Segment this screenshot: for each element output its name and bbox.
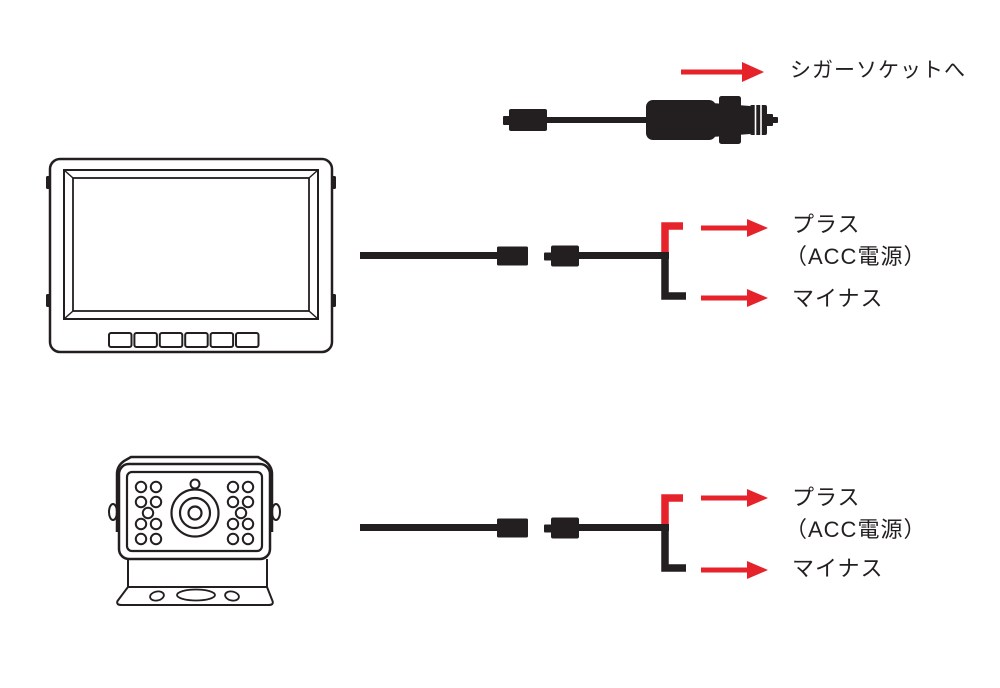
label-monitor-plus-sub: （ACC電源）	[785, 244, 927, 269]
camera-power-cable	[360, 489, 768, 579]
monitor-illustration	[46, 157, 336, 354]
label-camera-plus-sub: （ACC電源）	[785, 517, 927, 542]
monitor-buttons	[108, 332, 260, 348]
cigarette-plug-illustration	[503, 96, 778, 144]
arrow-right-icon	[701, 489, 768, 507]
label-monitor-minus: マイナス	[792, 286, 884, 311]
monitor-power-cable	[360, 219, 768, 307]
camera-ir-leds-right	[226, 480, 255, 546]
label-cigarette-socket: シガーソケットへ	[790, 59, 966, 82]
arrow-right-icon	[701, 289, 768, 307]
label-monitor-plus: プラス	[792, 212, 861, 237]
arrow-right-icon	[701, 561, 768, 579]
label-camera-plus: プラス	[792, 485, 861, 510]
camera-ir-leds-left	[134, 480, 163, 546]
arrow-right-icon	[701, 219, 768, 237]
label-camera-minus: マイナス	[792, 556, 884, 581]
camera-base	[116, 559, 274, 606]
camera-illustration	[108, 455, 281, 606]
camera-lens	[170, 488, 220, 538]
arrow-right-icon	[681, 62, 764, 82]
